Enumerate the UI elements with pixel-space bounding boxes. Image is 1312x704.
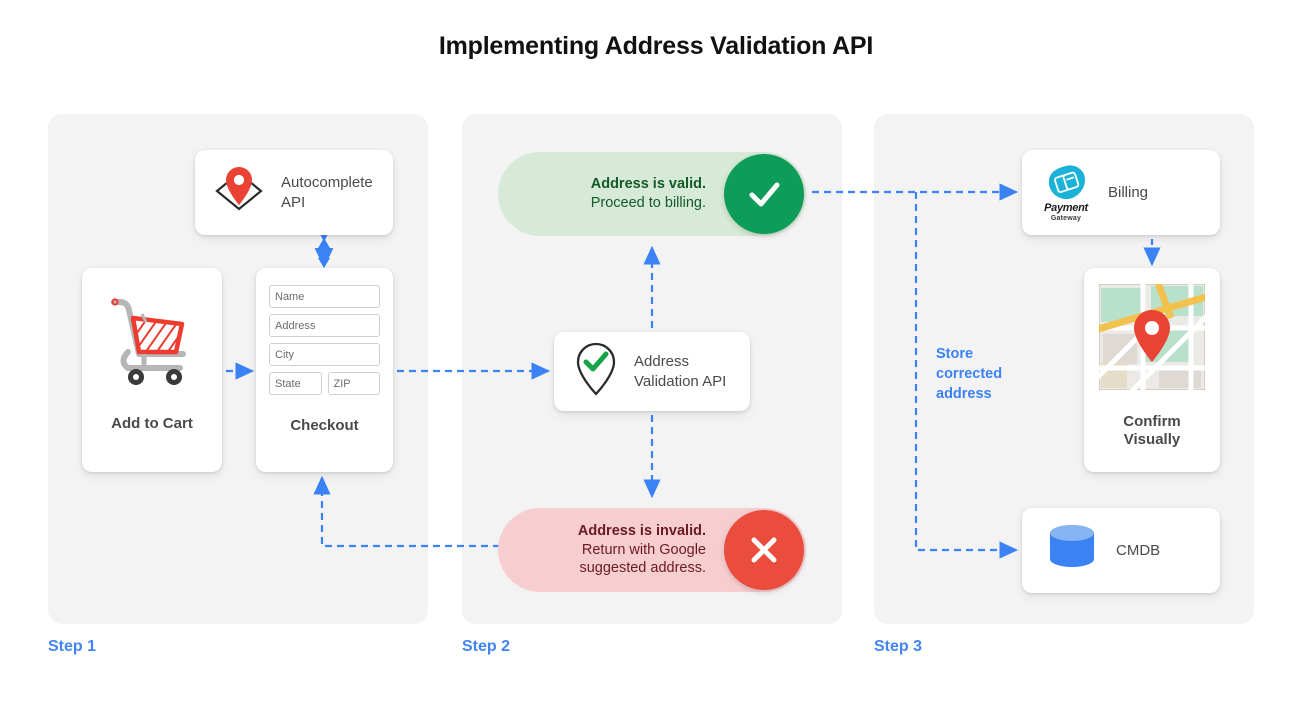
billing-label: Billing [1108,183,1149,201]
address-invalid-pill: Address is invalid. Return with Google s… [498,508,806,592]
payment-logo-word: Payment [1044,202,1088,214]
add-to-cart-card[interactable]: Add to Cart [82,268,222,472]
billing-card[interactable]: Payment Gateway Billing [1022,150,1220,235]
add-to-cart-label: Add to Cart [111,415,193,432]
checkout-label: Checkout [290,417,359,434]
cmdb-card[interactable]: CMDB [1022,508,1220,593]
step-3-label: Step 3 [874,638,923,655]
address-validation-api-card[interactable]: Address Validation API [554,332,750,411]
name-field[interactable]: Name [269,285,380,308]
map-pin-check-icon [572,340,620,403]
state-field[interactable]: State [269,372,322,395]
address-valid-text: Address is valid. Proceed to billing. [590,176,706,211]
map-pin-diamond-icon [209,163,269,222]
page-title: Implementing Address Validation API [438,32,874,60]
checkout-card[interactable]: Name Address City State ZIP Checkout [256,268,393,472]
state-zip-row: State ZIP [269,372,380,401]
address-valid-pill: Address is valid. Proceed to billing. [498,152,806,236]
database-icon [1046,522,1098,579]
address-invalid-text: Address is invalid. Return with Google s… [577,522,706,577]
close-icon [724,510,804,590]
confirm-visually-card[interactable]: Confirm Visually [1084,268,1220,472]
autocomplete-api-card[interactable]: Autocomplete API [195,150,393,235]
city-field[interactable]: City [269,343,380,366]
map-thumbnail-icon [1093,278,1211,396]
shopping-cart-icon [100,290,204,395]
zip-field[interactable]: ZIP [327,372,380,395]
check-icon [724,154,804,234]
payment-logo-sub: Gateway [1050,215,1082,222]
cmdb-label: CMDB [1116,541,1161,559]
address-validation-api-label: Address Validation API [634,353,727,390]
payment-gateway-icon: Payment Gateway [1036,163,1096,222]
autocomplete-api-label: Autocomplete API [281,174,373,211]
address-field[interactable]: Address [269,314,380,337]
step-1-label: Step 1 [48,638,97,655]
confirm-visually-label: Confirm Visually [1123,412,1181,449]
step-2-label: Step 2 [462,638,511,655]
store-corrected-address-annotation: Store corrected address [936,346,1003,402]
